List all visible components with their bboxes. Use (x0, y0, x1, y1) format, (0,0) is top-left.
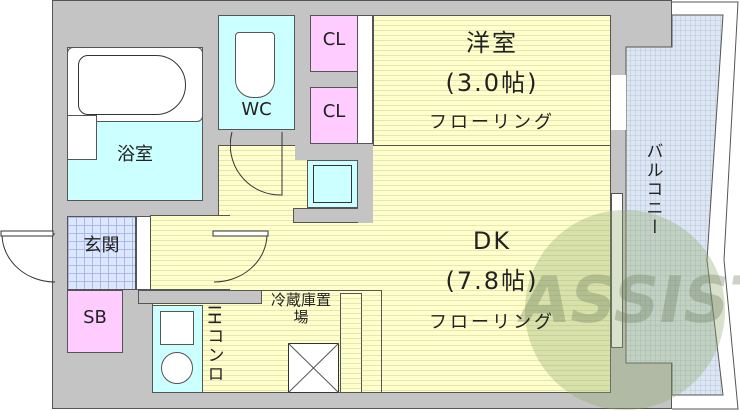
washing-machine-space (307, 160, 358, 208)
dk-floor: フローリング (429, 312, 555, 333)
step (136, 216, 151, 290)
dk-size: (7.8帖) (445, 267, 539, 295)
balcony-label: バルコニー (642, 142, 663, 237)
closet-doors[interactable] (357, 15, 373, 144)
bathtub-basin-icon (78, 55, 186, 115)
faucet-icon (67, 115, 97, 160)
dk-name: DK (472, 227, 512, 255)
kitchen-wall (138, 290, 262, 304)
entrance-door-icon[interactable] (0, 230, 60, 285)
wall-segment (295, 145, 373, 160)
fridge-label: 冷蔵庫置場 (270, 291, 331, 327)
balcony-window[interactable] (611, 193, 623, 348)
stove-label: IHコンロ (203, 305, 224, 384)
closet-1-label: CL (322, 29, 346, 50)
balcony-floor (625, 14, 724, 396)
hallway (150, 215, 230, 290)
wc-label: WC (241, 99, 272, 120)
stove-burner-icon (161, 352, 193, 384)
bath-label: 浴室 (117, 144, 153, 165)
sink-icon (160, 311, 194, 345)
closet-2 (310, 87, 358, 144)
wc-door-icon[interactable] (230, 130, 290, 200)
shoebox-label: SB (83, 307, 107, 328)
hall-door-icon[interactable] (212, 230, 272, 285)
washer-pan-icon (313, 165, 352, 203)
fridge-space-icon (288, 343, 339, 393)
western-room-name: 洋室 (466, 29, 518, 57)
western-room-size: (3.0帖) (445, 69, 539, 97)
watermark-logo (525, 210, 725, 410)
entrance-label: 玄関 (83, 235, 120, 256)
toilet-icon (235, 32, 275, 98)
entrance (67, 216, 136, 290)
pillar-strip (340, 293, 362, 393)
shoebox (67, 290, 123, 353)
closet-2-label: CL (322, 101, 346, 122)
closet-1 (310, 15, 358, 72)
balcony-door[interactable] (611, 75, 626, 130)
western-room-floor: フローリング (429, 112, 555, 133)
